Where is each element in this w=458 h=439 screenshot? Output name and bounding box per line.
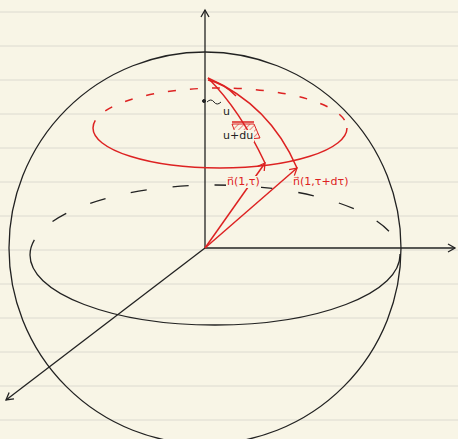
vector-label: n⃗(1,τ) [226, 176, 261, 188]
vector-label: n⃗(1,τ+dτ) [292, 176, 350, 188]
angle-label: u+du [222, 130, 254, 142]
angle-label: u [222, 106, 231, 118]
